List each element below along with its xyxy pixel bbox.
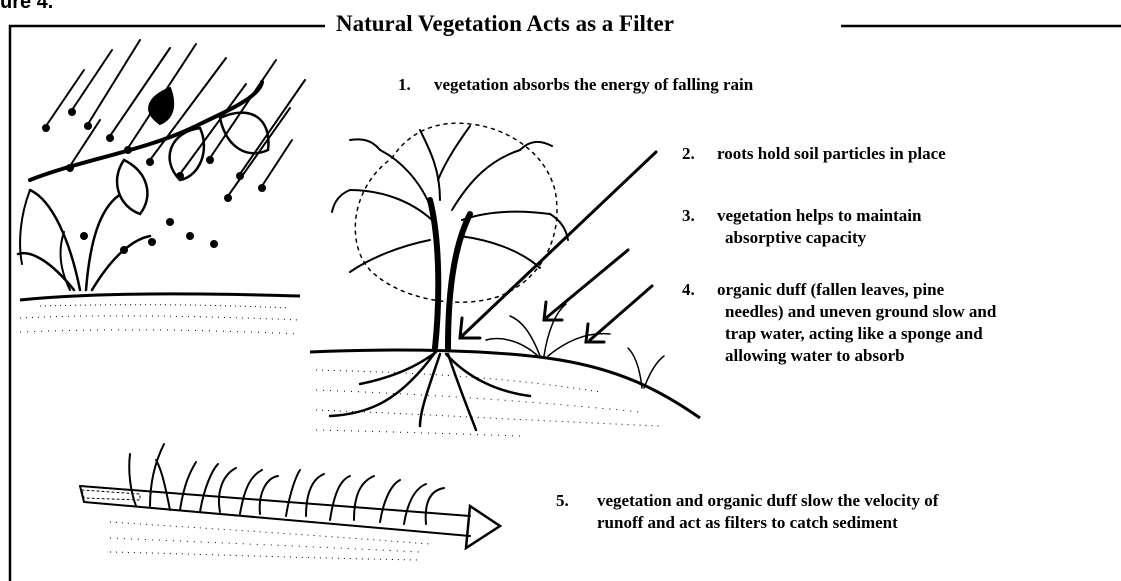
step-4-line-1: organic duff (fallen leaves, pine: [717, 279, 944, 300]
rain-on-plants-drawing: [18, 40, 305, 290]
step-5-number: 5.: [556, 490, 569, 511]
step-3-line-2: absorptive capacity: [725, 227, 866, 248]
tree-with-roots-drawing: [330, 123, 664, 430]
step-4-line-3: trap water, acting like a sponge and: [725, 323, 983, 344]
step-1-number: 1.: [398, 74, 411, 95]
step-5-line-2: runoff and act as filters to catch sedim…: [597, 512, 898, 533]
rain-ground: [20, 294, 300, 334]
step-3-number: 3.: [682, 205, 695, 226]
tree-ground: [310, 350, 700, 436]
step-4-number: 4.: [682, 279, 695, 300]
step-2-text: roots hold soil particles in place: [717, 143, 946, 164]
step-5-line-1: vegetation and organic duff slow the vel…: [597, 490, 938, 511]
step-3-line-1: vegetation helps to maintain: [717, 205, 921, 226]
step-4-line-2: needles) and uneven ground slow and: [725, 301, 996, 322]
runoff-through-grass-drawing: [80, 444, 500, 548]
step-4-line-4: allowing water to absorb: [725, 345, 905, 366]
rain-drops: [42, 108, 266, 254]
step-2-number: 2.: [682, 143, 695, 164]
step-1-text: vegetation absorbs the energy of falling…: [434, 74, 753, 95]
